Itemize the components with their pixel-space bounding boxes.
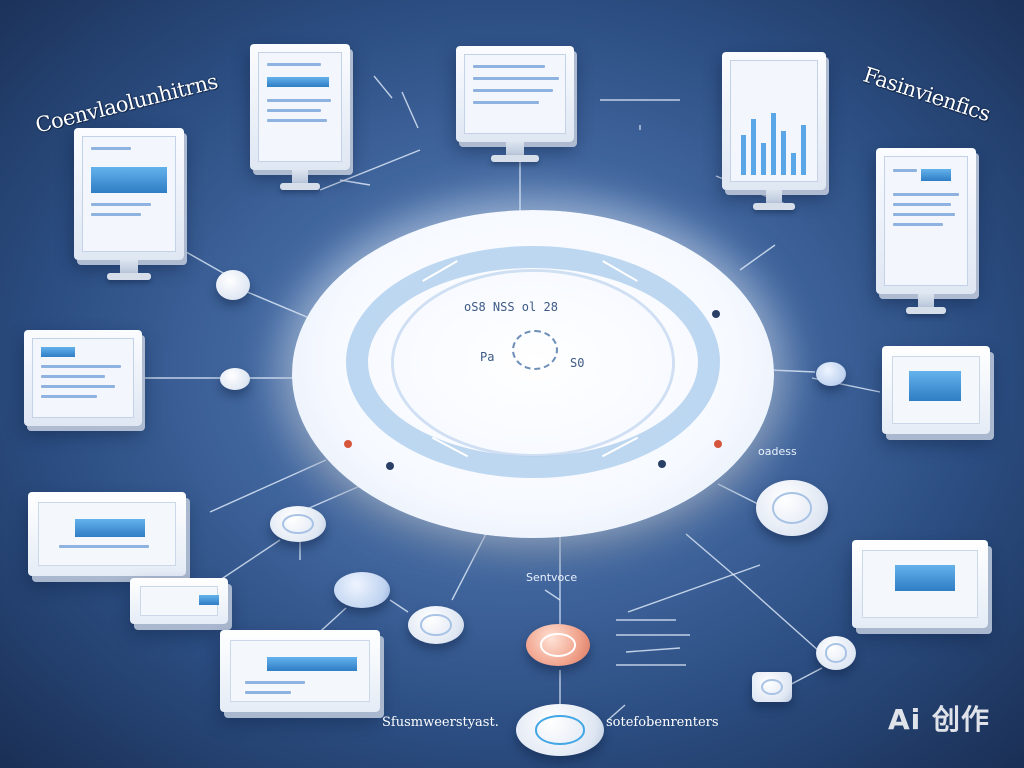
caption-bottom-right: sotefobenrenters xyxy=(606,715,719,730)
monitor-screen xyxy=(82,136,176,252)
node xyxy=(334,572,390,608)
node-cube xyxy=(752,672,792,702)
monitor-screen xyxy=(464,54,566,134)
hub-marker xyxy=(344,440,352,448)
monitor-right xyxy=(876,148,976,314)
monitor-screen xyxy=(32,338,134,418)
watermark: Ai 创作 xyxy=(887,703,990,736)
card-left xyxy=(28,492,186,576)
node xyxy=(516,704,604,756)
hub-marker xyxy=(386,462,394,470)
hub-marker xyxy=(712,310,720,318)
hub-label: Pa xyxy=(480,350,495,364)
monitor-screen xyxy=(258,52,342,162)
node-highlighted xyxy=(526,624,590,666)
hub-marker xyxy=(658,460,666,468)
node xyxy=(756,480,828,536)
node xyxy=(216,270,250,300)
hub-label: S0 xyxy=(570,356,585,370)
node xyxy=(270,506,326,542)
card-bottom-left xyxy=(220,630,380,712)
monitor-top-right xyxy=(722,52,826,210)
node xyxy=(408,606,464,644)
card-small-left xyxy=(130,578,228,624)
monitor-left xyxy=(24,330,142,426)
monitor-screen xyxy=(730,60,818,182)
card-bottom-right xyxy=(852,540,988,628)
hub-label: oS8 NSS ol 28 xyxy=(464,300,558,314)
card-right xyxy=(882,346,990,434)
node xyxy=(816,636,856,670)
monitor-top-left-2 xyxy=(250,44,350,190)
caption-center-bottom: Sentvoce xyxy=(526,571,578,584)
caption-bottom-left: Sfusmweerstyast. xyxy=(382,715,499,730)
node xyxy=(220,368,250,390)
monitor-screen xyxy=(884,156,968,286)
hub-marker xyxy=(714,440,722,448)
hub-core xyxy=(512,330,558,370)
monitor-top-center xyxy=(456,46,574,162)
node xyxy=(816,362,846,386)
monitor-top-left xyxy=(74,128,184,280)
caption-right-small: oadess xyxy=(758,445,797,458)
